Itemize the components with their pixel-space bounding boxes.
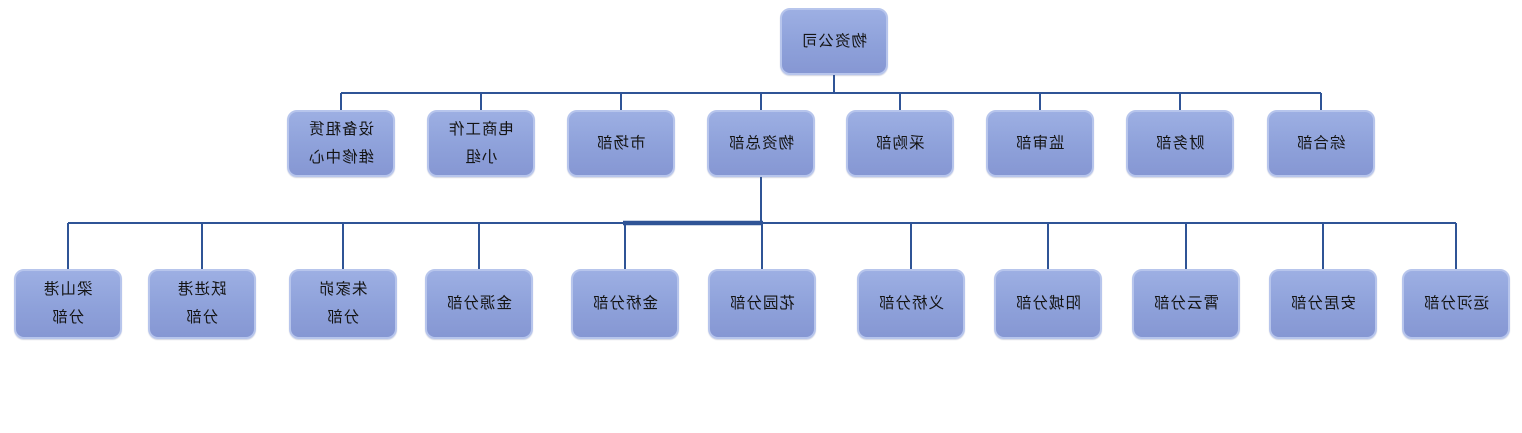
org-node-label: 花园分部 (728, 295, 795, 313)
org-node-label: 金桥分部 (591, 295, 658, 313)
org-node-yuejingang-branch[interactable]: 跃进港 分部 (148, 269, 256, 339)
org-node-label: 设备租赁 维修中心 (307, 120, 374, 166)
org-node-label: 霄云分部 (1152, 295, 1219, 313)
org-node-jinyuan-branch[interactable]: 金源分部 (425, 269, 533, 339)
org-node-label: 监审部 (1015, 134, 1065, 152)
org-node-ecommerce-work-group[interactable]: 电商工作 小组 (427, 110, 535, 177)
org-node-root[interactable]: 物资公司 (780, 8, 888, 75)
org-node-xiaoyun-branch[interactable]: 霄云分部 (1132, 269, 1240, 339)
org-node-equipment-rental-repair-center[interactable]: 设备租赁 维修中心 (287, 110, 395, 177)
org-node-finance-dept[interactable]: 财务部 (1126, 110, 1234, 177)
org-node-label: 物资总部 (727, 134, 794, 152)
connector-hq-to-branches (67, 177, 1457, 269)
org-node-label: 运河分部 (1422, 295, 1489, 313)
org-node-general-dept[interactable]: 综合部 (1267, 110, 1375, 177)
org-node-label: 采购部 (875, 134, 925, 152)
org-node-anju-branch[interactable]: 安居分部 (1269, 269, 1377, 339)
connector-root-to-departments (340, 75, 1322, 110)
org-node-label: 梁山港 分部 (43, 281, 93, 326)
org-node-yunhe-branch[interactable]: 运河分部 (1402, 269, 1510, 339)
org-node-label: 义桥分部 (877, 295, 944, 313)
org-node-label: 物资公司 (800, 32, 867, 50)
org-node-label: 朱家峁 分部 (318, 281, 368, 326)
org-node-market-dept[interactable]: 市场部 (567, 110, 675, 177)
org-node-label: 跃进港 分部 (177, 281, 227, 326)
org-node-zhujiamao-branch[interactable]: 朱家峁 分部 (289, 269, 397, 339)
org-node-liangshangang-branch[interactable]: 梁山港 分部 (14, 269, 122, 339)
org-node-materials-hq[interactable]: 物资总部 (707, 110, 815, 177)
org-node-yiqiao-branch[interactable]: 义桥分部 (857, 269, 965, 339)
org-node-purchasing-dept[interactable]: 采购部 (846, 110, 954, 177)
org-node-label: 市场部 (596, 134, 646, 152)
org-node-jinqiao-branch[interactable]: 金桥分部 (571, 269, 679, 339)
org-node-label: 财务部 (1155, 134, 1205, 152)
org-node-label: 电商工作 小组 (447, 120, 514, 166)
org-node-huayuan-branch[interactable]: 花园分部 (708, 269, 816, 339)
org-node-label: 安居分部 (1289, 295, 1356, 313)
org-node-label: 阳城分部 (1014, 295, 1081, 313)
org-node-audit-dept[interactable]: 监审部 (986, 110, 1094, 177)
org-node-yangcheng-branch[interactable]: 阳城分部 (994, 269, 1102, 339)
org-node-label: 金源分部 (445, 295, 512, 313)
org-node-label: 综合部 (1296, 134, 1346, 152)
